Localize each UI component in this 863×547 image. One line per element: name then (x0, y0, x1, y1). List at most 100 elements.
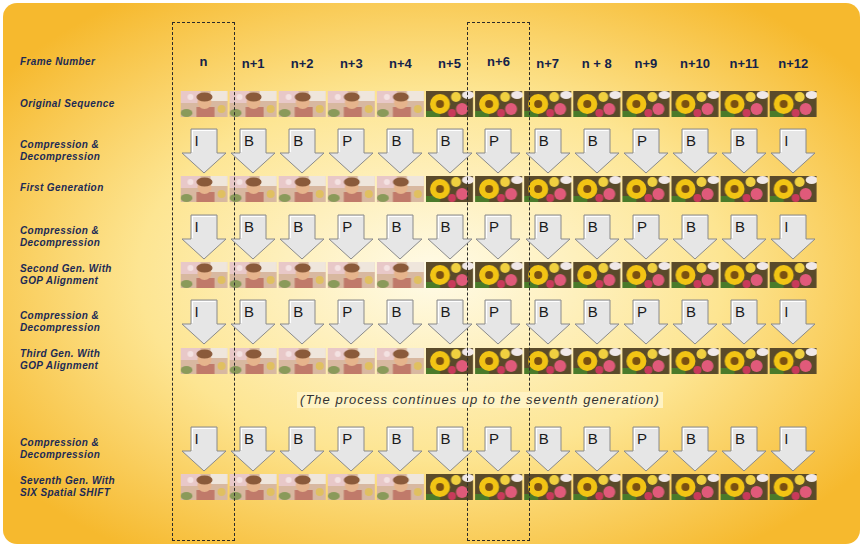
frame-type-letter: B (731, 218, 766, 236)
frame-type-letter: P (485, 430, 520, 448)
frame-type-arrow: B (575, 427, 619, 471)
arrow-outline (624, 300, 668, 344)
arrow-outline (673, 129, 717, 173)
arrow-shape (182, 215, 226, 259)
frame-type-arrow: B (428, 129, 472, 173)
frame-type-letter: B (682, 218, 717, 236)
frame-type-letter: P (633, 132, 668, 150)
frame-type-arrow: B (231, 300, 275, 344)
frame-type-arrow: B (231, 427, 275, 471)
arrow-shape (771, 427, 815, 471)
frame-type-letter: B (387, 218, 422, 236)
frame-type-arrow: P (329, 427, 373, 471)
arrow-outline (673, 427, 717, 471)
frame-type-letter: P (338, 430, 373, 448)
frame-number: n+12 (778, 56, 808, 72)
frame-number: n+5 (438, 56, 461, 72)
arrow-outline (378, 129, 422, 173)
frame-type-arrow: B (378, 215, 422, 259)
arrow-outline (526, 129, 570, 173)
frame-type-letter: B (731, 132, 766, 150)
arrow-outline (771, 300, 815, 344)
arrow-outline (771, 129, 815, 173)
arrow-shape (771, 300, 815, 344)
row-label: Second Gen. With GOP Alignment (20, 263, 122, 287)
row-label: Original Sequence (20, 98, 122, 110)
arrow-outline (771, 215, 815, 259)
arrow-outline (428, 300, 472, 344)
frame-type-letter: B (240, 132, 275, 150)
arrow-outline (280, 215, 324, 259)
frame-type-letter: B (731, 303, 766, 321)
frame-type-letter: B (437, 430, 472, 448)
frame-type-arrow: B (526, 300, 570, 344)
arrow-outline (231, 215, 275, 259)
frame-type-arrow: B (722, 215, 766, 259)
frame-type-arrow: P (624, 129, 668, 173)
frame-type-arrow: B (673, 427, 717, 471)
label-holder: n+5 (438, 54, 461, 72)
row-label: Compression & Decompression (20, 225, 122, 249)
label-holder: n+1 (242, 54, 265, 72)
background-panel (3, 3, 860, 544)
arrow-outline (476, 427, 520, 471)
frame-type-letter: I (780, 430, 815, 448)
label-holder: n+4 (389, 54, 412, 72)
frame-type-letter: I (191, 430, 226, 448)
label-holder: n+3 (340, 54, 363, 72)
frame-number: n+2 (291, 56, 314, 72)
frame-type-arrow: B (526, 427, 570, 471)
frame-type-arrow: B (280, 427, 324, 471)
frame-type-arrow: B (722, 129, 766, 173)
frame-type-letter: P (633, 218, 668, 236)
label-holder: n+11 (729, 54, 758, 72)
frame-type-letter: I (780, 218, 815, 236)
frame-type-letter: B (535, 218, 570, 236)
label-holder: Compression & Decompression (20, 310, 122, 334)
arrow-outline (329, 300, 373, 344)
frame-type-arrow: B (280, 129, 324, 173)
arrow-outline (329, 427, 373, 471)
arrow-outline (182, 427, 226, 471)
frame-type-letter: B (387, 430, 422, 448)
frame-type-arrow: B (526, 215, 570, 259)
frame-type-arrow: B (428, 215, 472, 259)
frame-type-letter: P (633, 303, 668, 321)
frame-type-arrow: B (378, 129, 422, 173)
frame-type-arrow: I (771, 129, 815, 173)
frame-type-letter: B (289, 132, 324, 150)
frame-type-letter: P (485, 132, 520, 150)
frame-type-letter: I (191, 303, 226, 321)
seventh-generation-frames (181, 474, 817, 500)
frame-type-arrow: I (182, 427, 226, 471)
frame-type-arrow: P (329, 129, 373, 173)
frame-number: n+1 (242, 56, 265, 72)
frame-type-letter: B (437, 218, 472, 236)
arrow-outline (231, 129, 275, 173)
arrow-outline (231, 427, 275, 471)
arrow-outline (624, 129, 668, 173)
frame-type-letter: n+6 (468, 54, 529, 70)
frame-number: n+9 (635, 56, 658, 72)
frame-type-letter: B (289, 303, 324, 321)
label-holder: Frame Number (20, 56, 122, 68)
row-label: Third Gen. With GOP Alignment (20, 348, 122, 372)
frame-type-letter: B (240, 303, 275, 321)
frame-type-arrow: P (476, 300, 520, 344)
arrow-outline (182, 300, 226, 344)
arrow-outline (575, 300, 619, 344)
frame-type-letter: B (437, 303, 472, 321)
arrow-outline (329, 129, 373, 173)
frame-type-arrow: I (182, 129, 226, 173)
label-holder: Original Sequence (20, 98, 122, 110)
frame-number: n+10 (680, 56, 710, 72)
frame-type-arrow: B (722, 427, 766, 471)
row-label: First Generation (20, 182, 122, 194)
frame-type-arrow: B (673, 215, 717, 259)
frame-type-arrow: P (476, 129, 520, 173)
arrow-outline (378, 300, 422, 344)
frame-type-arrow: P (624, 215, 668, 259)
arrow-shape (771, 129, 815, 173)
frame-type-letter: n (173, 54, 234, 70)
